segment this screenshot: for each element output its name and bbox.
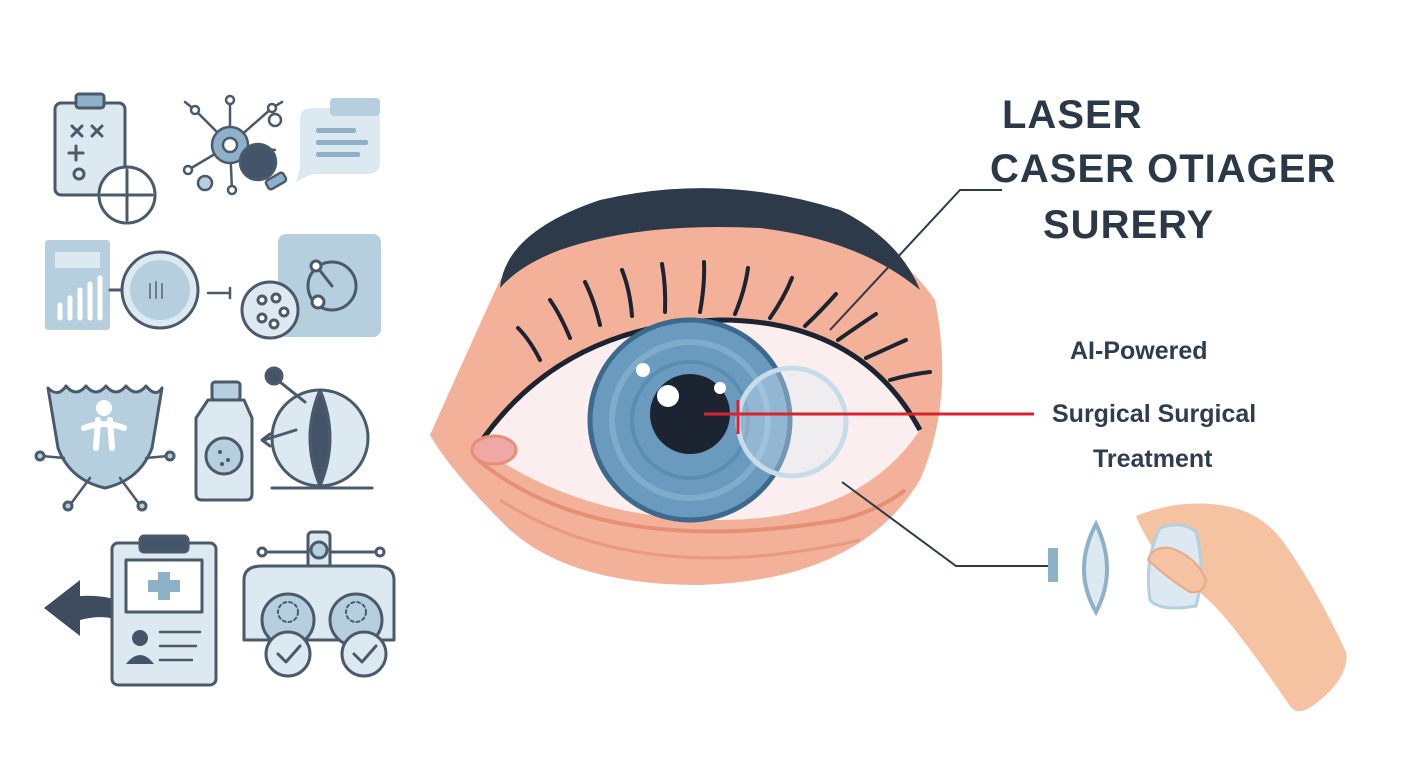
network-nodes-icon [182, 94, 288, 196]
contact-lens-overlay [735, 365, 849, 479]
eyebrow [500, 188, 920, 290]
subtitle-line-2: Surgical Surgical [1052, 400, 1257, 428]
thumb [1146, 546, 1208, 594]
phoropter-icon [242, 530, 396, 678]
clipboard-chart-icon [53, 92, 157, 225]
eyelashes [516, 260, 932, 382]
patient-record-icon [110, 534, 218, 687]
eye-highlight-small [636, 363, 650, 377]
lens-leader-line [841, 481, 1048, 567]
back-arrow-icon [44, 580, 138, 636]
subtitle-line-1: AI-Powered [1070, 337, 1208, 365]
eye-highlight-large [657, 385, 679, 407]
message-card-icon [296, 98, 380, 182]
title-line-3: SURERY [1043, 203, 1215, 247]
title-line-1: LASER [1002, 93, 1143, 137]
bar-chart-icon [45, 240, 110, 330]
title-leader-line [829, 189, 1002, 331]
eye-anatomy-shield-icon [34, 384, 176, 512]
title-line-2: CASER OTIAGER [990, 147, 1337, 191]
lower-lid-fold-2 [499, 498, 861, 560]
target-panel-icon [278, 234, 381, 337]
medicine-bottle-icon [194, 380, 254, 502]
lens-hand-illustration [1048, 503, 1347, 712]
icon-grid [34, 92, 396, 687]
eyeball-section-icon [260, 366, 374, 490]
tear-duct [470, 434, 518, 466]
cell-microscope-icon [240, 280, 300, 340]
eye-illustration [430, 188, 1048, 585]
magnifier-icon [108, 250, 232, 330]
subtitle-line-3: Treatment [1093, 445, 1213, 473]
lens-holder [1048, 548, 1058, 582]
lens-disc [1082, 519, 1109, 617]
